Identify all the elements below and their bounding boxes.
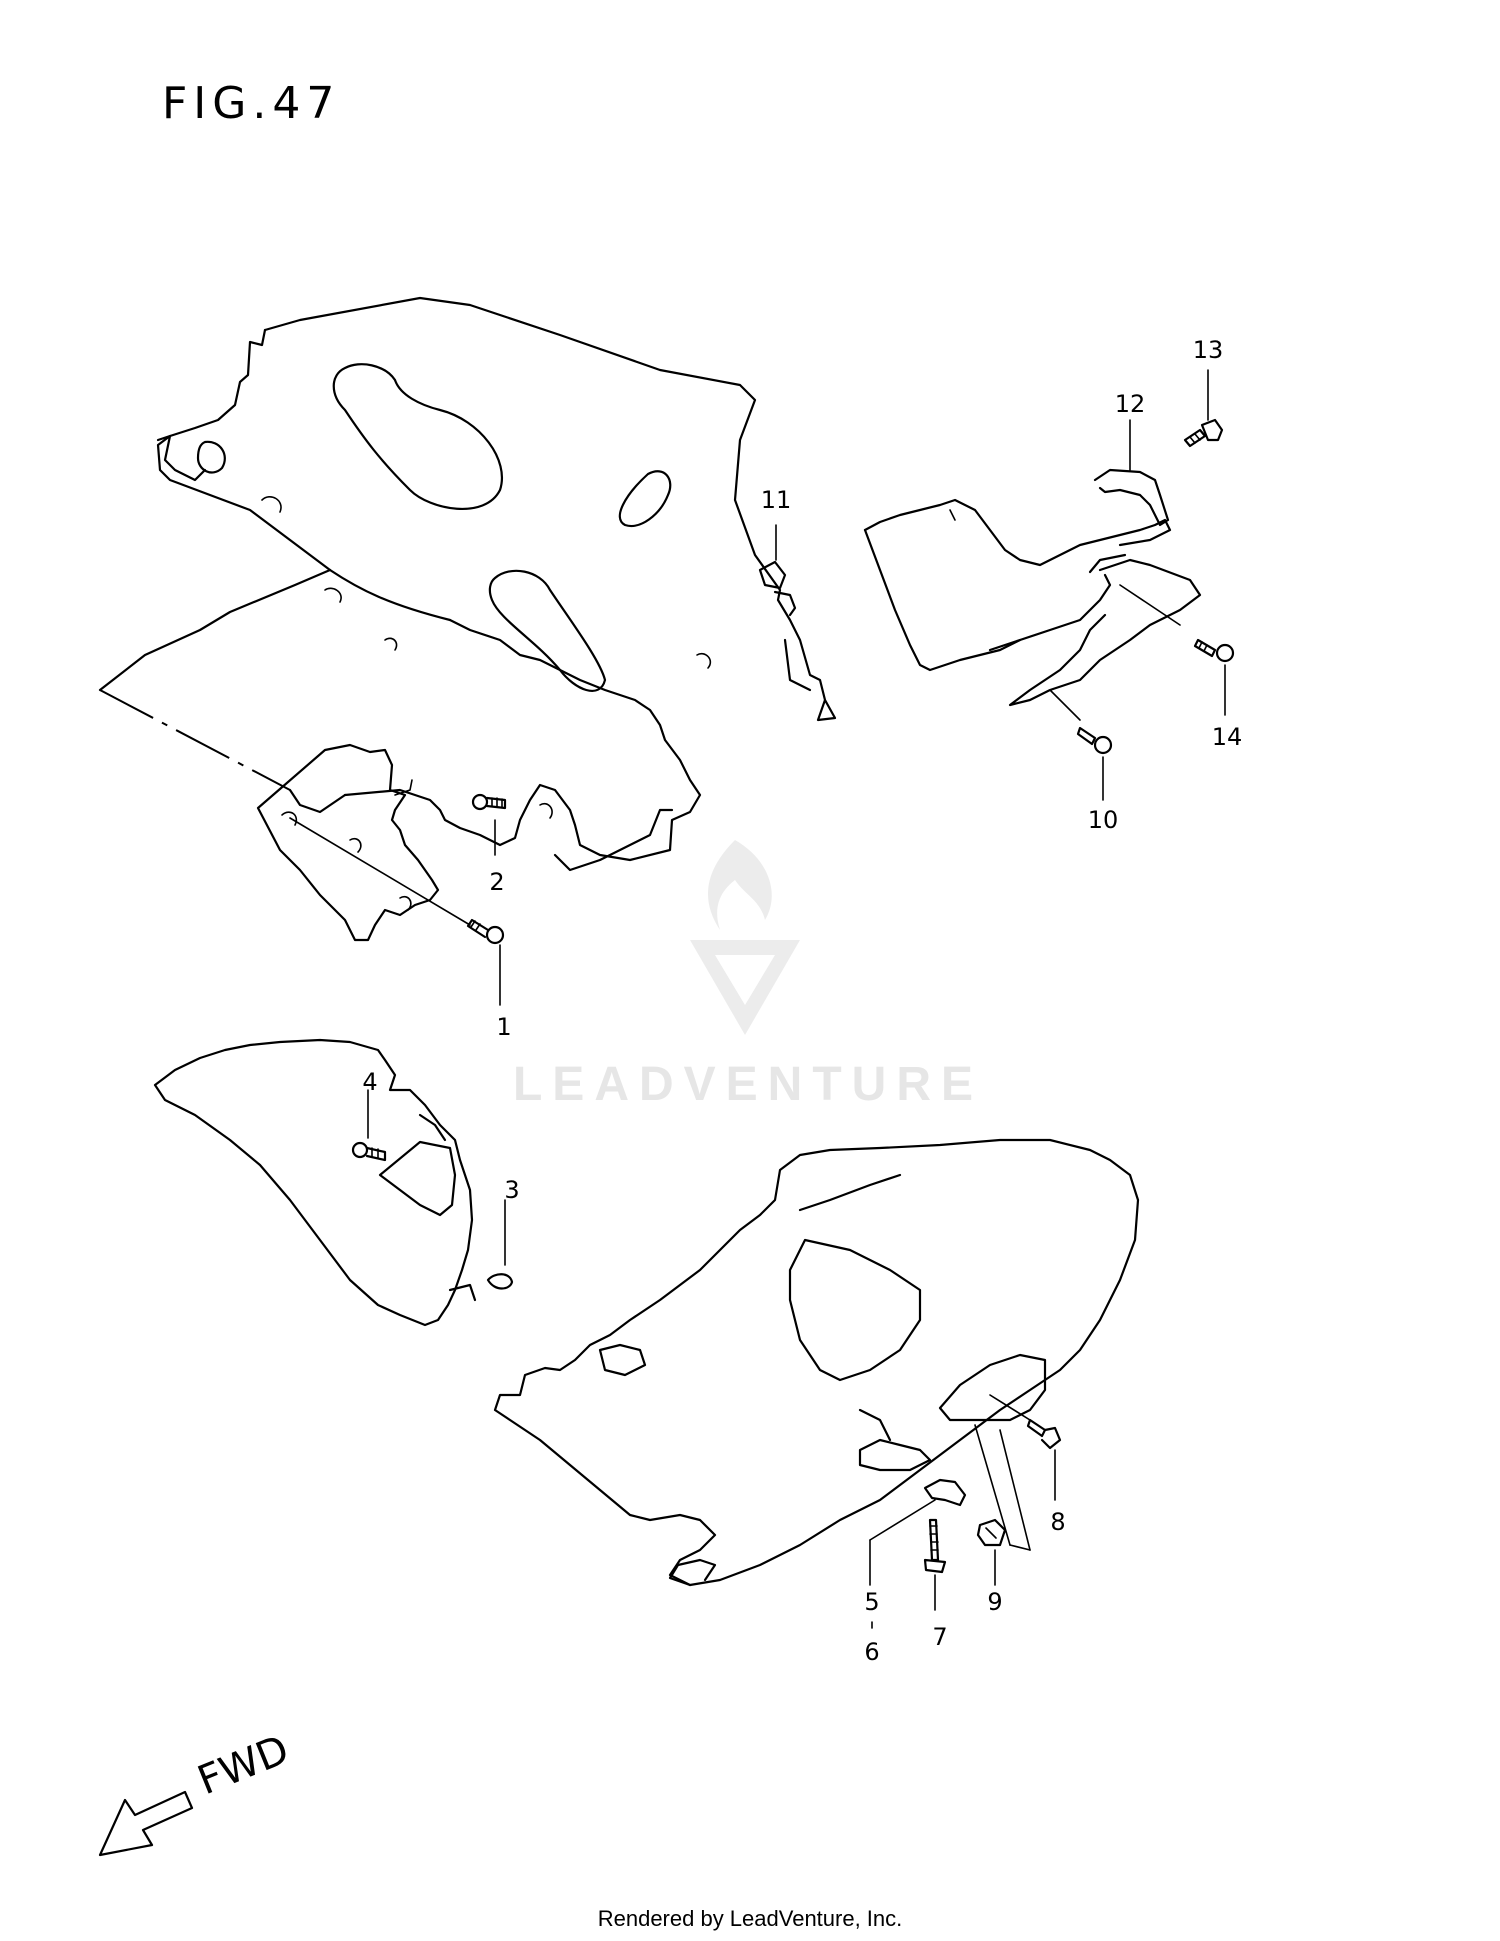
callout-13: 13: [1193, 336, 1224, 364]
clip-5-6: [869, 1478, 967, 1586]
right-upper-bracket: [863, 498, 1202, 707]
callout-6: 6: [864, 1638, 879, 1666]
callout-2: 2: [489, 868, 504, 896]
bracket-12: [1093, 419, 1170, 527]
callout-14: 14: [1212, 723, 1243, 751]
screw-2: [471, 793, 507, 856]
forward-direction-arrow: FWD: [98, 1727, 296, 1857]
footer-credit: Rendered by LeadVenture, Inc.: [597, 1906, 903, 1931]
callout-1: 1: [496, 1013, 511, 1041]
lower-left-fairing-panel: [153, 1038, 514, 1327]
callout-8: 8: [1050, 1508, 1065, 1536]
callout-11: 11: [761, 486, 792, 514]
callout-10: 10: [1088, 806, 1119, 834]
clip-11: [758, 524, 797, 617]
screw-8: [989, 1394, 1062, 1501]
lower-right-fairing: [493, 1138, 1140, 1587]
callout-12: 12: [1115, 390, 1146, 418]
callout-9: 9: [987, 1588, 1002, 1616]
watermark-logo: LEADVENTURE: [513, 840, 983, 1111]
screw-7: [923, 1518, 947, 1611]
screw-14: [1193, 638, 1235, 716]
nut-9: [976, 1518, 1007, 1586]
callout-5: 5: [864, 1588, 879, 1616]
fairing-bracket-panel: [256, 743, 440, 942]
callout-4: 4: [362, 1068, 377, 1096]
watermark-text: LEADVENTURE: [513, 1058, 983, 1111]
figure-title: FIG.47: [162, 78, 341, 129]
screw-1: [289, 817, 505, 1006]
fwd-label: FWD: [192, 1727, 296, 1805]
screw-13: [1183, 369, 1224, 448]
callout-3: 3: [504, 1176, 519, 1204]
callout-7: 7: [932, 1623, 947, 1651]
upper-inner-fairing: [98, 296, 837, 872]
screw-10: [1049, 689, 1113, 801]
